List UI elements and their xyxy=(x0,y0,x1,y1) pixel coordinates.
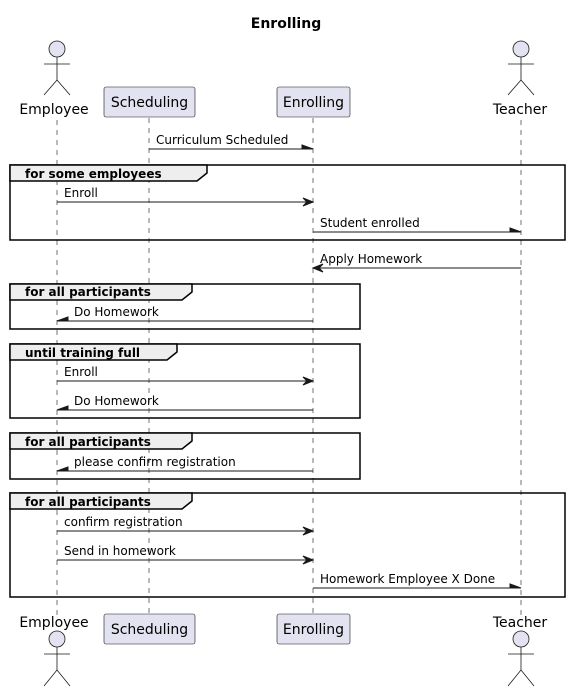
message-label: Homework Employee X Done xyxy=(320,572,495,586)
fragments: for some employees for all participants … xyxy=(9,164,566,598)
message: Curriculum Scheduled xyxy=(149,133,314,150)
arrowhead-icon xyxy=(56,316,69,322)
participants-bottom: Employee Scheduling Enrolling Teacher xyxy=(19,613,548,687)
actor-head-icon xyxy=(48,40,66,58)
participant-label-scheduling: Scheduling xyxy=(111,622,188,638)
actor-head-icon xyxy=(512,40,530,58)
fragment-label: for all participants xyxy=(25,285,151,299)
arrowhead-icon xyxy=(509,227,522,233)
participants-top: Employee Scheduling Enrolling Teacher xyxy=(19,40,548,118)
participant-label-employee: Employee xyxy=(19,102,88,118)
message-label: Send in homework xyxy=(64,544,176,558)
message: Enroll xyxy=(57,186,315,207)
fragment-loop: for some employees xyxy=(9,164,566,241)
message-label: Curriculum Scheduled xyxy=(156,133,288,147)
actor-teacher-bottom: Teacher xyxy=(492,615,548,687)
fragment-label: for all participants xyxy=(25,435,151,449)
fragment-label: for some employees xyxy=(25,167,162,181)
fragment-loop: for all participants xyxy=(9,492,566,598)
message: Student enrolled xyxy=(313,216,522,233)
message-label: please confirm registration xyxy=(74,455,236,469)
arrowhead-icon xyxy=(311,263,324,273)
arrowhead-icon xyxy=(302,376,315,386)
message: please confirm registration xyxy=(56,455,313,472)
participant-box xyxy=(103,86,196,118)
participant-scheduling-bottom: Scheduling xyxy=(103,613,196,645)
participant-box xyxy=(276,86,351,118)
participant-label-employee: Employee xyxy=(19,615,88,631)
arrowhead-icon xyxy=(301,144,314,150)
participant-label-teacher: Teacher xyxy=(492,615,548,631)
arrowhead-icon xyxy=(56,466,69,472)
participant-scheduling-top: Scheduling xyxy=(103,86,196,118)
message: confirm registration xyxy=(57,515,315,536)
arrowhead-icon xyxy=(302,555,315,565)
message: Send in homework xyxy=(57,544,315,565)
arrowhead-icon xyxy=(302,197,315,207)
fragment-loop: for all participants xyxy=(9,432,361,480)
actor-employee-bottom: Employee xyxy=(19,615,89,687)
lifelines xyxy=(56,118,522,615)
participant-enrolling-bottom: Enrolling xyxy=(276,613,351,645)
arrowhead-icon xyxy=(509,583,522,589)
message-label: Apply Homework xyxy=(320,252,422,266)
message: Do Homework xyxy=(56,394,313,411)
participant-label-teacher: Teacher xyxy=(492,102,548,118)
message: Apply Homework xyxy=(311,252,521,273)
actor-head-icon xyxy=(512,630,530,648)
message-label: Student enrolled xyxy=(320,216,420,230)
participant-label-enrolling: Enrolling xyxy=(283,95,344,111)
fragment-label: for all participants xyxy=(25,495,151,509)
arrowhead-icon xyxy=(56,405,69,411)
fragment-label: until training full xyxy=(25,346,140,360)
diagram-title: Enrolling xyxy=(251,16,321,32)
actor-teacher-top: Teacher xyxy=(492,40,548,118)
fragment-loop: for all participants xyxy=(9,283,361,330)
message: Homework Employee X Done xyxy=(313,572,522,589)
message-label: Do Homework xyxy=(74,305,159,319)
message: Do Homework xyxy=(56,305,313,322)
participant-box xyxy=(276,613,351,645)
arrowhead-icon xyxy=(302,526,315,536)
actor-employee-top: Employee xyxy=(19,40,89,118)
message-label: confirm registration xyxy=(64,515,183,529)
message: Enroll xyxy=(57,365,315,386)
fragment-loop: until training full xyxy=(9,343,361,419)
message-label: Do Homework xyxy=(74,394,159,408)
participant-label-scheduling: Scheduling xyxy=(111,95,188,111)
participant-label-enrolling: Enrolling xyxy=(283,622,344,638)
participant-box xyxy=(103,613,196,645)
participant-enrolling-top: Enrolling xyxy=(276,86,351,118)
message-label: Enroll xyxy=(64,186,98,200)
message-label: Enroll xyxy=(64,365,98,379)
actor-head-icon xyxy=(48,630,66,648)
